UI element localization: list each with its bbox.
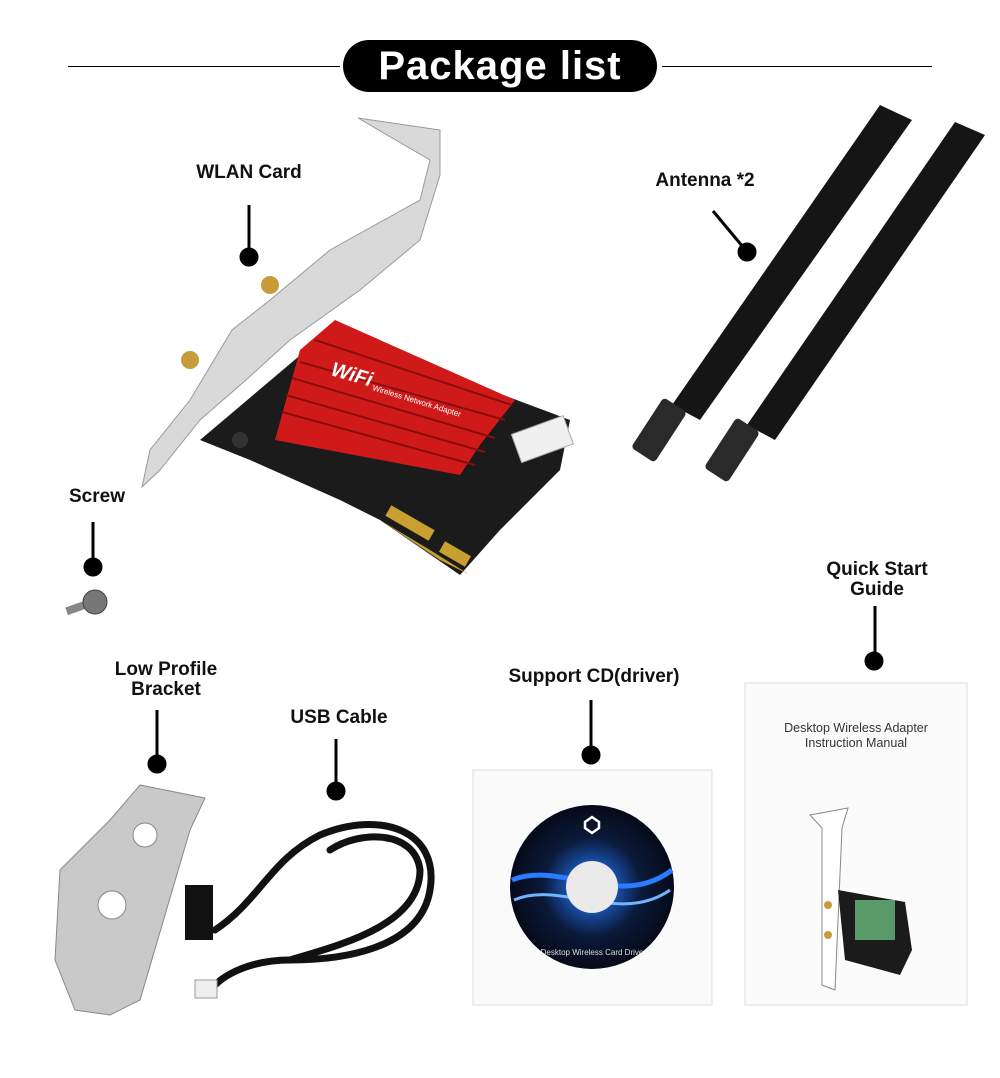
screw-label: Screw <box>69 486 125 507</box>
title-rule-right <box>662 66 932 67</box>
antenna-image <box>632 105 985 482</box>
wlan-card-image: WiFi Wireless Network Adapter <box>141 117 574 575</box>
cd-disc-text: Desktop Wireless Card Drive <box>541 948 644 957</box>
guide-cover-line1: Desktop Wireless Adapter <box>784 721 928 735</box>
bracket-label-line1: Low Profile <box>114 659 218 680</box>
bracket-image <box>54 784 206 1016</box>
antenna-label: Antenna *2 <box>655 170 755 191</box>
guide-cover-text: Desktop Wireless Adapter Instruction Man… <box>745 721 967 751</box>
title-rule-left <box>68 66 340 67</box>
cd-label: Support CD(driver) <box>508 666 680 687</box>
callout-antenna <box>711 210 757 262</box>
callout-screw <box>83 522 103 577</box>
usb-cable-label: USB Cable <box>290 707 388 728</box>
page-title: Package list <box>343 40 657 92</box>
usb-cable-image <box>185 820 435 999</box>
callout-bracket <box>147 710 167 774</box>
wlan-card-label: WLAN Card <box>196 162 302 183</box>
guide-image <box>744 682 968 1006</box>
screw-image <box>65 589 108 616</box>
callout-cd <box>581 700 601 765</box>
bracket-label: Low Profile Bracket <box>115 660 217 700</box>
guide-label-line2: Guide <box>850 579 904 600</box>
callout-guide <box>864 606 884 671</box>
cd-image: Desktop Wireless Card Drive <box>472 769 713 1006</box>
guide-cover-line2: Instruction Manual <box>804 736 908 750</box>
callout-wlan <box>239 205 259 267</box>
bracket-label-line2: Bracket <box>131 679 201 700</box>
guide-label: Quick Start Guide <box>826 560 927 600</box>
guide-label-line1: Quick Start <box>826 559 928 580</box>
callout-usb <box>326 739 346 801</box>
